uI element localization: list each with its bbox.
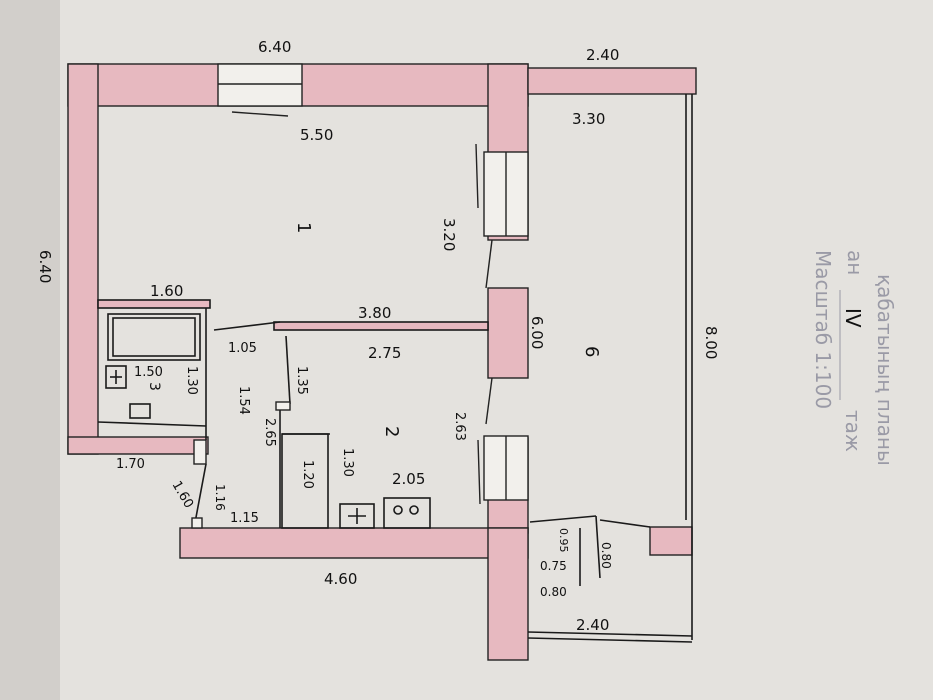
stamp-line-4: таж (841, 410, 865, 452)
dim-left-height: 6.40 (36, 250, 54, 283)
bottom-right-line-2 (527, 637, 693, 643)
dim-kitchen-a: 2.63 (452, 412, 467, 441)
door-corridor (275, 401, 291, 411)
stove (383, 497, 431, 529)
stamp-line-2: ан (843, 250, 867, 275)
bath-tub-inner (112, 317, 196, 357)
bath-floor (97, 421, 207, 427)
bottom-column (487, 527, 529, 661)
dim-closet-b: 0.75 (540, 559, 567, 573)
window-room1-sill (475, 143, 479, 209)
sink (105, 365, 127, 389)
dim-corr-b: 1.35 (294, 366, 309, 395)
room-1-number: 1 (293, 222, 314, 233)
corridor-line-1 (213, 321, 281, 331)
room-2-number: 2 (381, 426, 402, 437)
dim-closet-d: 0.80 (540, 585, 567, 599)
bottom-wall (179, 527, 529, 559)
title-stamp: қабатының планы ан IV таж Масштаб 1:100 (811, 250, 897, 466)
dim-room6-height: 6.00 (528, 316, 546, 349)
dim-bottom-width: 4.60 (324, 570, 357, 588)
dim-pantry-h: 1.20 (300, 460, 315, 489)
dim-kitchen-c: 2.05 (392, 470, 425, 488)
partitions (97, 94, 693, 643)
dim-bath-b: 1.50 (134, 365, 163, 380)
kitchen-sink (339, 503, 375, 529)
stamp-floor-number: IV (841, 308, 865, 328)
stamp-line-1: қабатының планы (873, 274, 897, 466)
dim-closet-a: 0.95 (557, 528, 570, 553)
toilet (129, 403, 151, 419)
dim-room1-height: 3.20 (440, 218, 458, 251)
right-wall-block (649, 526, 693, 556)
right-top-wall (527, 67, 697, 95)
door-bottom-left (191, 517, 203, 529)
dim-corr-c: 2.65 (262, 418, 277, 447)
dim-closet-c: 0.80 (599, 542, 613, 569)
dim-room1-width: 5.50 (300, 126, 333, 144)
stamp-scale: Масштаб 1:100 (811, 250, 835, 409)
door-hall (193, 439, 207, 465)
dim-hall-a: 1.70 (116, 457, 145, 472)
dim-partition-len: 3.80 (358, 304, 391, 322)
dim-bath-width: 1.60 (150, 282, 183, 300)
dim-right-height: 8.00 (702, 326, 720, 359)
dim-room6-width: 3.30 (572, 110, 605, 128)
dim-kitchen-b: 1.30 (340, 448, 355, 477)
center-pier (487, 287, 529, 379)
window-top (217, 63, 303, 107)
bath-tub (107, 313, 201, 361)
left-wall (67, 63, 99, 455)
room-3-number: 3 (146, 382, 162, 391)
dim-hall-d: 1.15 (230, 511, 259, 526)
bottom-right-line (527, 631, 693, 637)
windows (191, 63, 529, 529)
window-top-sill (231, 111, 289, 117)
dim-corr-a: 1.54 (236, 386, 251, 415)
partition-room1-room2 (273, 321, 489, 331)
room-numbers: 1 2 3 6 (146, 222, 602, 437)
dimension-labels: 6.40 2.40 5.50 3.30 6.40 3.20 1.60 3.80 … (36, 38, 720, 634)
room-6-number: 6 (581, 346, 602, 357)
closet-line-4 (599, 519, 651, 528)
door-swing-room6 (485, 239, 493, 289)
dim-bath-a: 1.05 (228, 341, 257, 356)
corridor-line-2 (285, 335, 291, 405)
stove-burner-2 (409, 505, 419, 515)
dim-bath-c: 1.30 (184, 366, 199, 395)
dim-top-width: 6.40 (258, 38, 291, 56)
door-swing-kitchen (485, 377, 493, 425)
dim-hall-c: 1.16 (213, 484, 227, 511)
dim-room2-width: 2.75 (368, 344, 401, 362)
stove-burner-1 (393, 505, 403, 515)
paper-shade (0, 0, 60, 700)
bath-wall (97, 299, 211, 309)
closet-line-2 (595, 515, 601, 579)
closet-line-1 (529, 515, 597, 523)
dim-top-right: 2.40 (586, 46, 619, 64)
left-wall-foot (67, 436, 209, 455)
dim-bottom-right: 2.40 (576, 616, 609, 634)
window-kitchen-sill (477, 439, 481, 505)
